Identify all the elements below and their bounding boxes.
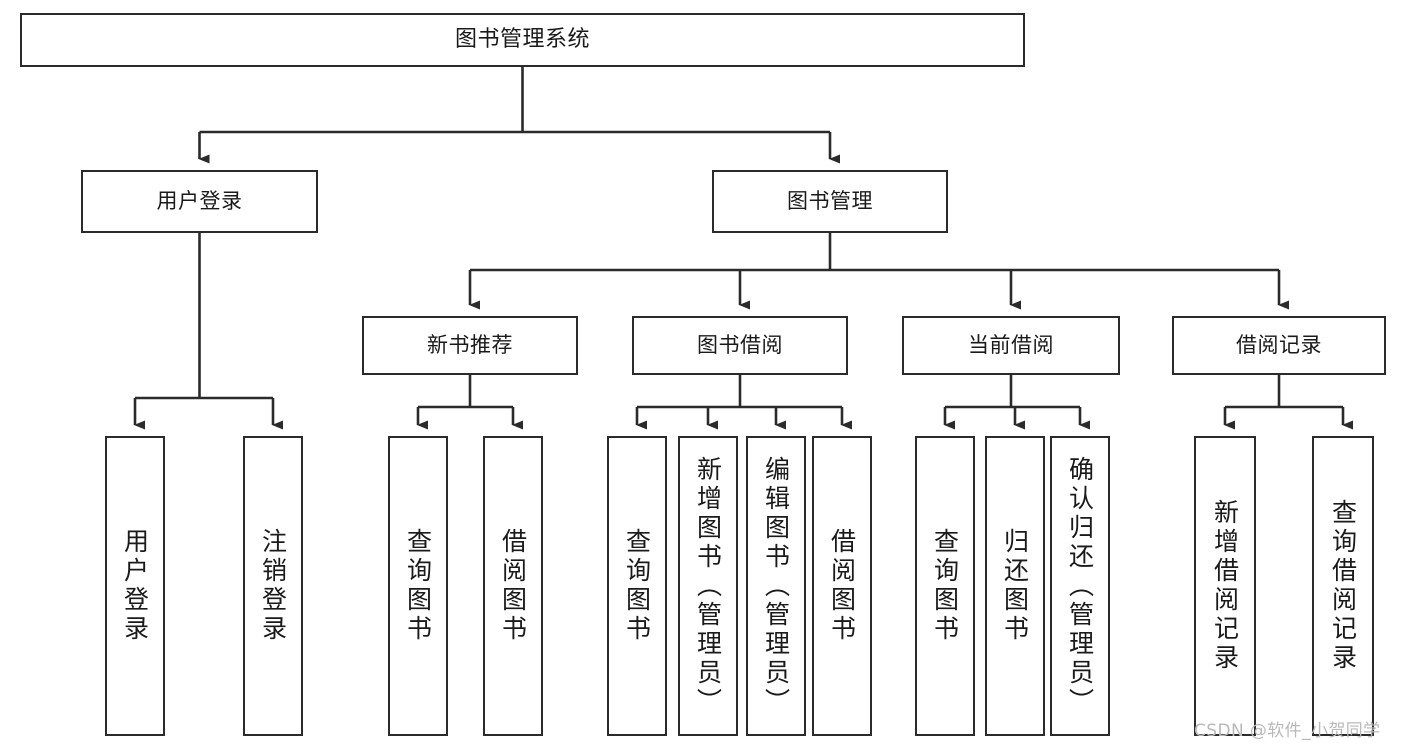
node-new-book-rec[interactable]: 新书推荐 (362, 316, 578, 375)
node-borrow-record[interactable]: 借阅记录 (1172, 316, 1386, 375)
node-label-leaf-query-book-cb: 查询图书 (930, 528, 960, 644)
node-label-user-login: 用户登录 (156, 189, 243, 214)
leaf-node-leaf-user-login[interactable]: 用户登录 (105, 436, 165, 736)
node-label-book-manage: 图书管理 (787, 189, 873, 214)
leaf-node-leaf-edit-book[interactable]: 编辑图书（管理员） (746, 436, 806, 736)
leaf-node-leaf-query-record[interactable]: 查询借阅记录 (1312, 436, 1374, 736)
node-label-root: 图书管理系统 (454, 27, 590, 53)
node-label-leaf-confirm-return: 确认归还（管理员） (1065, 455, 1095, 717)
leaf-node-leaf-query-book-rec[interactable]: 查询图书 (388, 436, 448, 736)
node-book-borrow[interactable]: 图书借阅 (632, 316, 848, 375)
leaf-node-leaf-return-book[interactable]: 归还图书 (985, 436, 1045, 736)
leaf-node-leaf-add-book[interactable]: 新增图书（管理员） (678, 436, 738, 736)
node-label-new-book-rec: 新书推荐 (427, 333, 513, 358)
node-label-leaf-add-book: 新增图书（管理员） (693, 455, 723, 717)
node-root[interactable]: 图书管理系统 (20, 13, 1025, 67)
node-label-current-borrow: 当前借阅 (968, 333, 1054, 358)
leaf-node-leaf-borrow-book-bb[interactable]: 借阅图书 (812, 436, 872, 736)
node-label-leaf-user-login: 用户登录 (120, 528, 150, 644)
leaf-node-leaf-add-record[interactable]: 新增借阅记录 (1194, 436, 1256, 736)
node-label-leaf-return-book: 归还图书 (1000, 528, 1030, 644)
node-label-borrow-record: 借阅记录 (1236, 333, 1322, 358)
node-label-book-borrow: 图书借阅 (697, 333, 783, 358)
leaf-node-leaf-user-logout[interactable]: 注销登录 (243, 436, 303, 736)
node-label-leaf-borrow-book-rec: 借阅图书 (498, 528, 528, 644)
node-book-manage[interactable]: 图书管理 (712, 170, 948, 233)
node-user-login[interactable]: 用户登录 (81, 170, 318, 233)
node-label-leaf-borrow-book-bb: 借阅图书 (827, 528, 857, 644)
leaf-node-leaf-confirm-return[interactable]: 确认归还（管理员） (1050, 436, 1110, 736)
node-label-leaf-query-book-rec: 查询图书 (403, 528, 433, 644)
node-label-leaf-edit-book: 编辑图书（管理员） (761, 455, 791, 717)
leaf-node-leaf-borrow-book-rec[interactable]: 借阅图书 (483, 436, 543, 736)
node-label-leaf-query-record: 查询借阅记录 (1328, 499, 1358, 673)
csdn-watermark: CSDN @软件_小贺同学 (1194, 721, 1381, 741)
node-label-leaf-user-logout: 注销登录 (258, 528, 288, 644)
node-label-leaf-add-record: 新增借阅记录 (1210, 499, 1240, 673)
node-current-borrow[interactable]: 当前借阅 (902, 316, 1120, 375)
leaf-node-leaf-query-book-cb[interactable]: 查询图书 (915, 436, 975, 736)
leaf-node-leaf-query-book-bb[interactable]: 查询图书 (607, 436, 667, 736)
node-label-leaf-query-book-bb: 查询图书 (622, 528, 652, 644)
